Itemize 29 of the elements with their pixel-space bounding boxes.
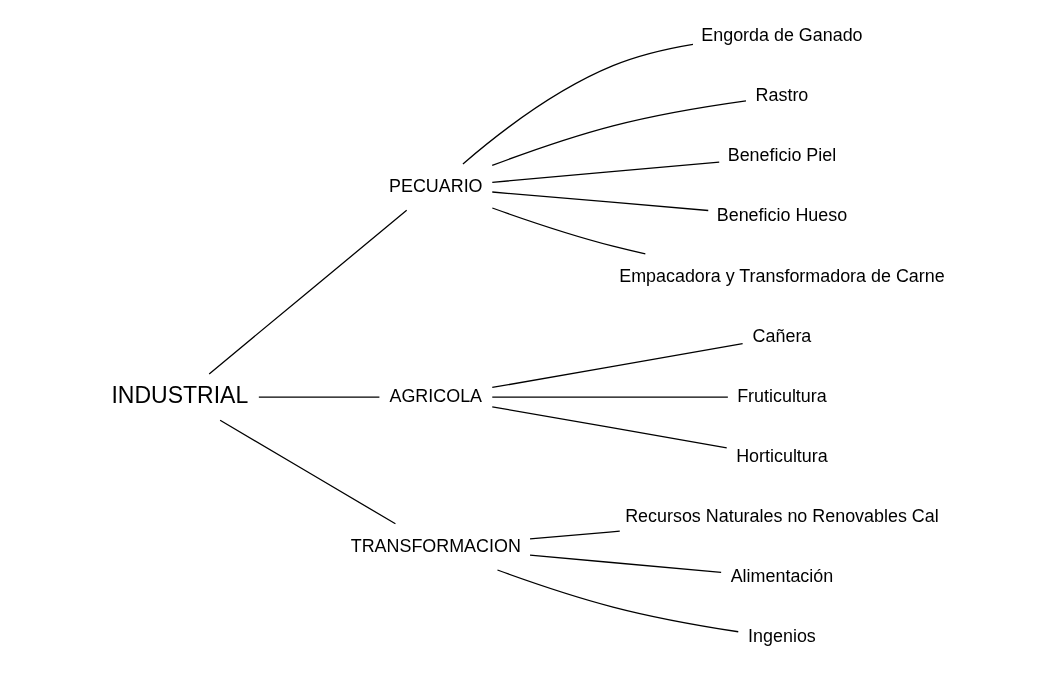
connector — [491, 207, 646, 255]
connector — [496, 569, 739, 633]
connector — [528, 554, 722, 573]
node-text: Cañera — [752, 325, 811, 346]
connector — [491, 343, 743, 389]
connector — [491, 191, 709, 212]
connector — [208, 209, 407, 375]
node-text: PECUARIO — [388, 176, 483, 196]
connector — [491, 406, 727, 449]
node-text: Engorda de Ganado — [700, 24, 863, 45]
connector — [491, 100, 747, 167]
node-text: Alimentación — [730, 566, 833, 587]
node-text: Empacadora y Transformadora de Carne — [618, 265, 945, 286]
node-text: Beneficio Hueso — [716, 205, 847, 226]
connector — [491, 396, 728, 398]
node-text: Horticultura — [735, 446, 828, 467]
node-text: Rastro — [755, 85, 808, 106]
node-text: Fruticultura — [736, 385, 827, 406]
connector — [461, 43, 694, 165]
connector — [528, 530, 620, 540]
node-text: AGRICOLA — [389, 385, 482, 406]
node-text: INDUSTRIAL — [110, 381, 248, 408]
connector — [491, 161, 720, 183]
connector — [257, 396, 380, 398]
node-text: Ingenios — [747, 626, 816, 647]
connector — [219, 419, 396, 525]
node-text: Beneficio Piel — [727, 145, 836, 166]
node-text: Recursos Naturales no Renovables Cal — [624, 506, 939, 527]
node-text: TRANSFORMACION — [350, 535, 521, 556]
